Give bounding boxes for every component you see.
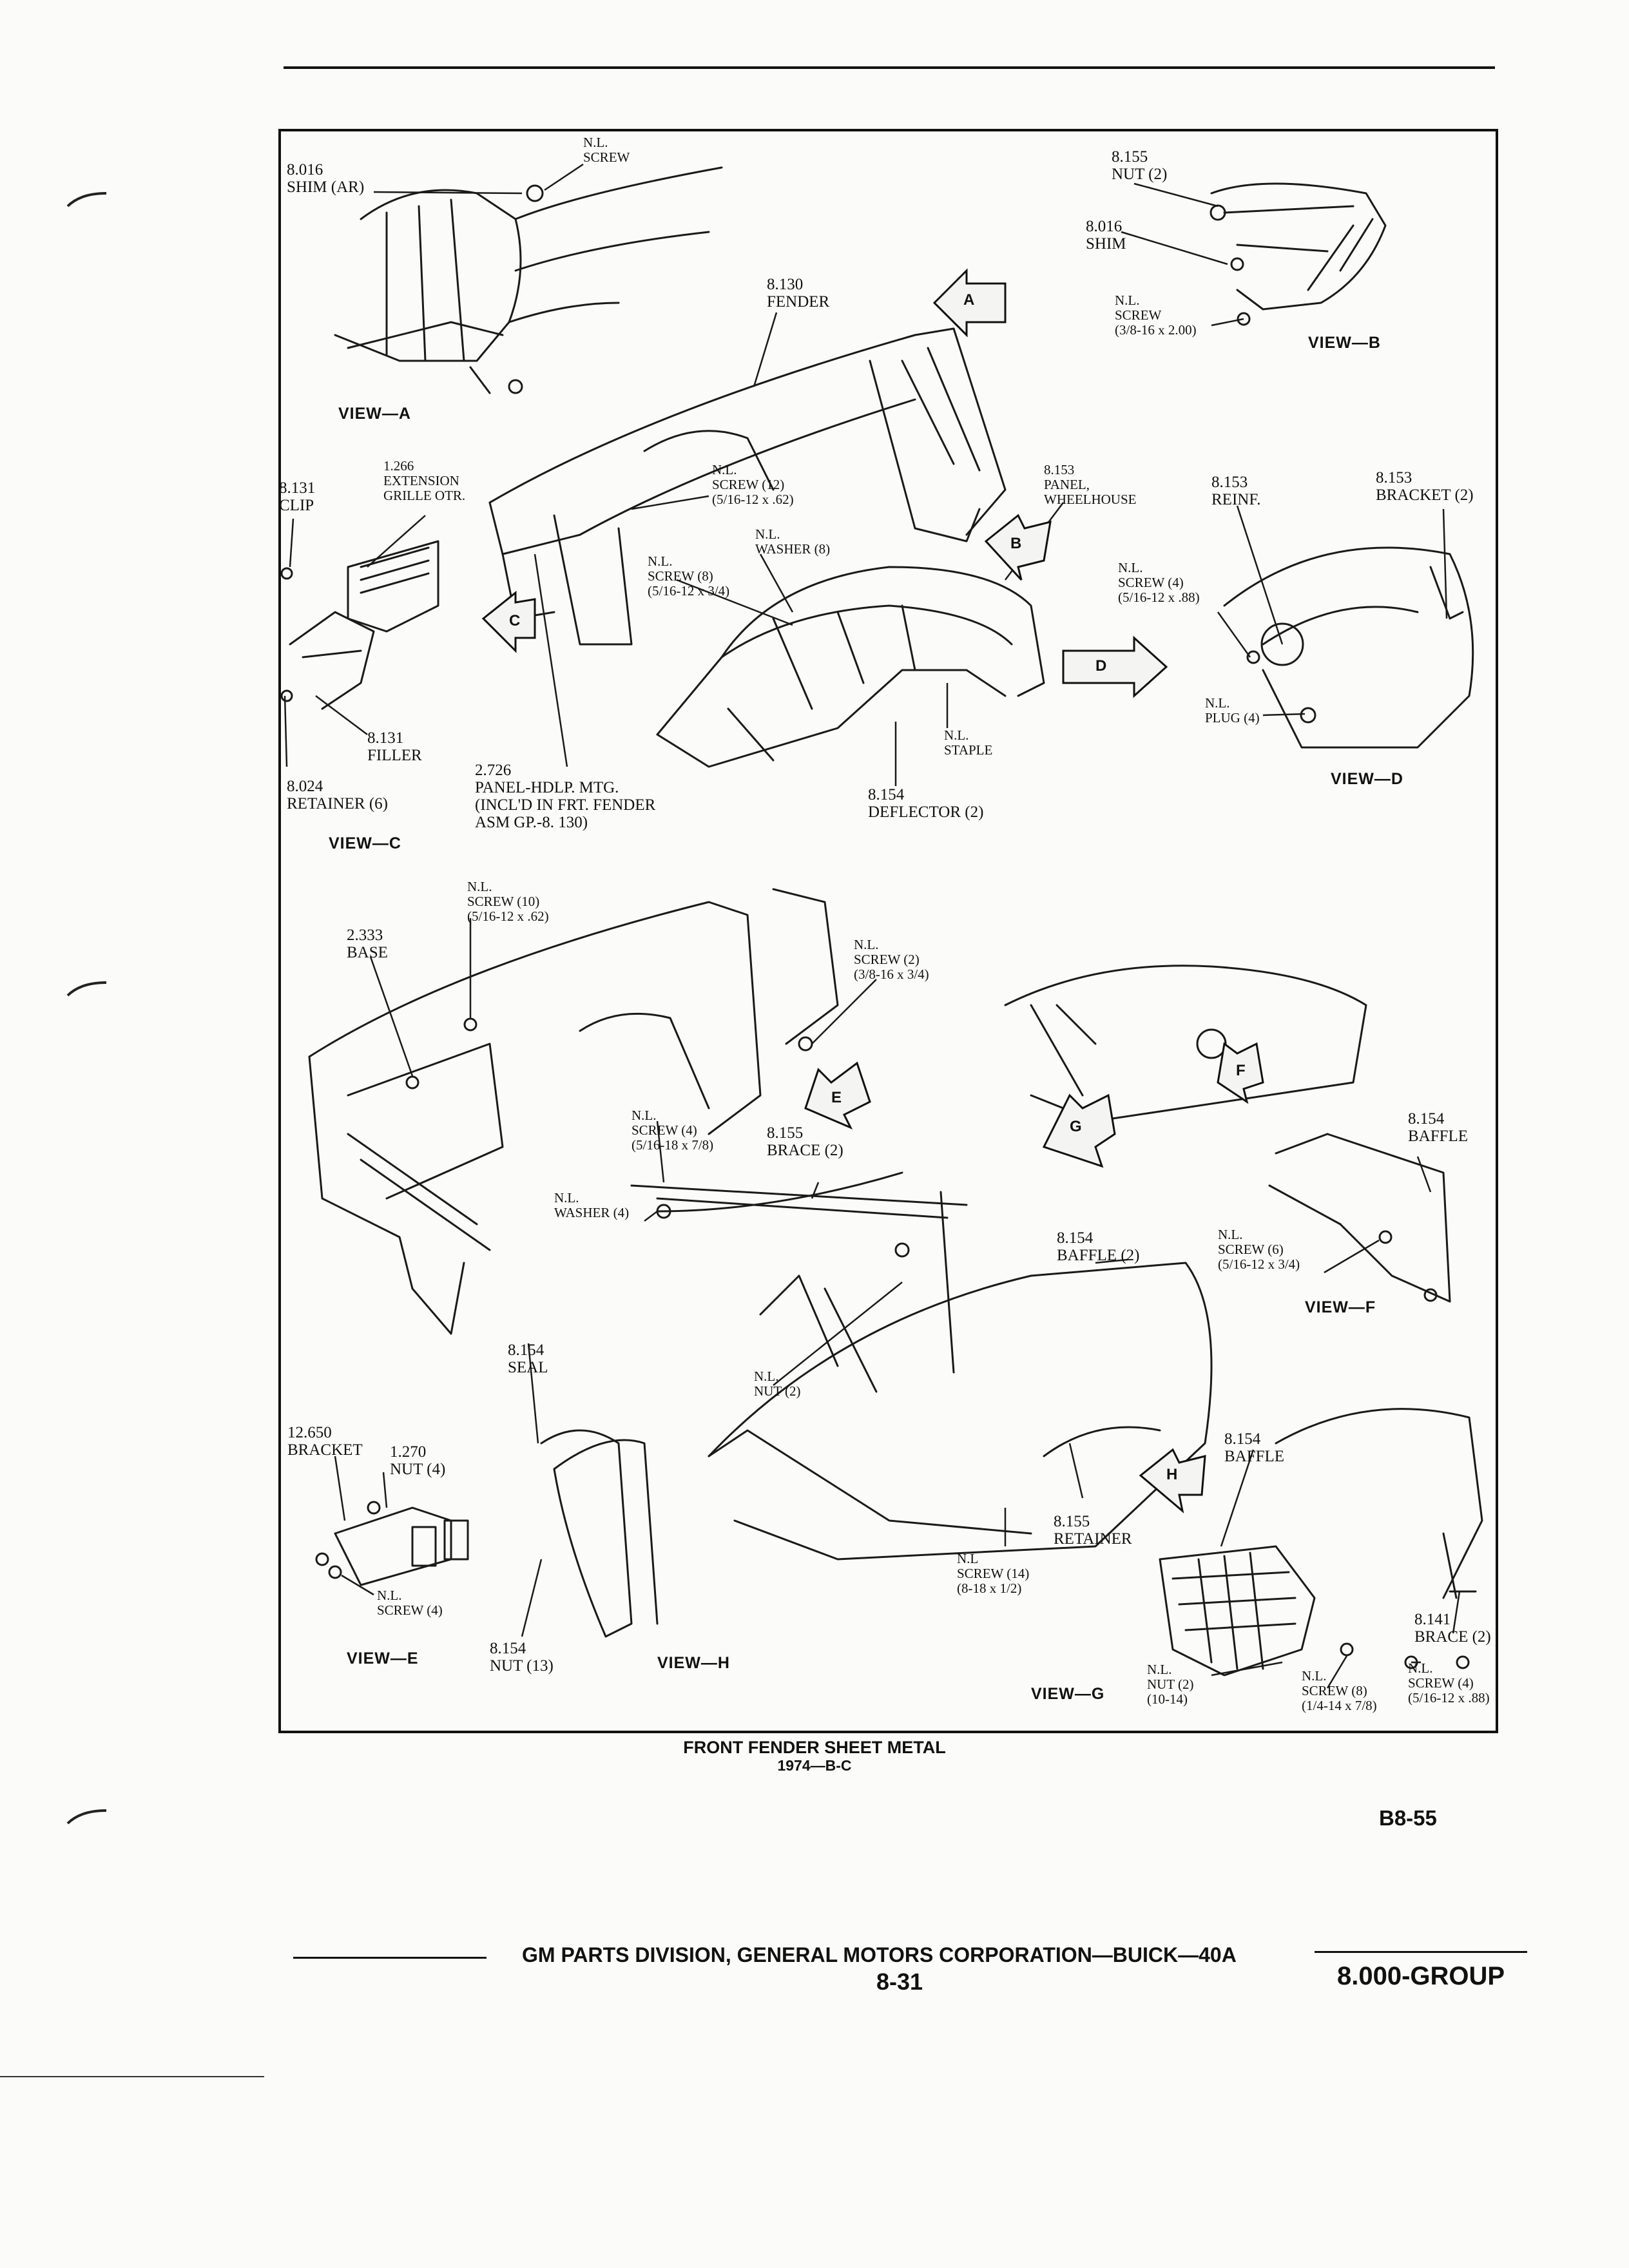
view-marker-e-letter: E <box>831 1089 843 1106</box>
view-marker-f-letter: F <box>1236 1062 1246 1079</box>
fender-drawing <box>488 327 1007 646</box>
callout-nut-b: 8.155 NUT (2) <box>1112 148 1168 183</box>
callout-fender: 8.130 FENDER <box>767 276 830 311</box>
view-d-drawing <box>1223 546 1474 749</box>
callout-baffle-f: 8.154 BAFFLE <box>1408 1110 1469 1145</box>
view-label-g: VIEW—G <box>1031 1685 1105 1703</box>
figure-title: FRONT FENDER SHEET METAL <box>683 1738 946 1757</box>
callout-washer-4: N.L. WASHER (4) <box>554 1190 630 1220</box>
callout-brace-g: 8.141 BRACE (2) <box>1414 1611 1491 1646</box>
view-marker-c-letter: C <box>509 612 521 629</box>
callout-reinf: 8.153 REINF. <box>1211 474 1261 508</box>
view-c-drawing <box>280 540 439 710</box>
callout-baffle-2: 8.154 BAFFLE (2) <box>1057 1229 1140 1264</box>
callout-nut-13: 8.154 NUT (13) <box>490 1640 554 1675</box>
view-marker-e <box>804 1061 871 1129</box>
footer-page-number: 8-31 <box>876 1968 923 1995</box>
view-marker-d-letter: D <box>1095 657 1108 675</box>
view-label-c: VIEW—C <box>329 834 401 852</box>
view-label-a: VIEW—A <box>338 405 411 423</box>
illustration-frame <box>278 129 1498 1733</box>
page-code: B8-55 <box>1379 1806 1437 1830</box>
figure-subtitle: 1974—B-C <box>777 1757 852 1774</box>
view-marker-d <box>1062 635 1168 698</box>
callout-washer-8: N.L. WASHER (8) <box>755 526 831 557</box>
callout-shim-b: 8.016 SHIM <box>1086 218 1126 253</box>
top-rule <box>284 66 1495 69</box>
callout-screw-4-g: N.L. SCREW (4) (5/16-12 x .88) <box>1408 1660 1490 1706</box>
footer-rule-right <box>1315 1951 1527 1953</box>
view-g-baffle-drawing <box>1159 1408 1483 1677</box>
view-label-b: VIEW—B <box>1308 334 1381 352</box>
view-marker-f <box>1217 1042 1264 1104</box>
callout-base: 2.333 BASE <box>347 927 388 961</box>
callout-deflector: 8.154 DEFLECTOR (2) <box>868 786 984 821</box>
footer-group: 8.000-GROUP <box>1337 1962 1505 1990</box>
footer-division: GM PARTS DIVISION, GENERAL MOTORS CORPOR… <box>522 1943 1237 1966</box>
callout-retainer-g: 8.155 RETAINER <box>1054 1513 1132 1548</box>
view-marker-a <box>932 268 1007 338</box>
callout-nut-4-e: 1.270 NUT (4) <box>390 1443 446 1478</box>
view-h-drawing <box>630 1171 1213 1561</box>
callout-filler: 8.131 FILLER <box>367 729 422 764</box>
callout-screw-4-d: N.L. SCREW (4) (5/16-12 x .88) <box>1118 560 1200 605</box>
callout-screw-2-e: N.L. SCREW (2) (3/8-16 x 3/4) <box>854 937 929 982</box>
view-g-car-drawing <box>1004 965 1367 1122</box>
callout-panel-wheelhouse: 8.153 PANEL, WHEELHOUSE <box>1044 462 1137 507</box>
callout-clip: 8.131 CLIP <box>279 479 316 514</box>
callout-nl-screw-a: N.L. SCREW <box>583 135 630 165</box>
callout-shim-ar: 8.016 SHIM (AR) <box>287 161 365 196</box>
callout-screw-6-f: N.L. SCREW (6) (5/16-12 x 3/4) <box>1218 1227 1300 1272</box>
view-f-drawing <box>1268 1133 1451 1303</box>
wheelhouse-drawing <box>656 566 1045 768</box>
callout-screw-12: N.L. SCREW (12) (5/16-12 x .62) <box>712 462 794 507</box>
view-label-f: VIEW—F <box>1305 1298 1376 1316</box>
callout-baffle-g: 8.154 BAFFLE <box>1224 1430 1285 1465</box>
callout-bracket-e: 12.650 BRACKET <box>287 1424 363 1459</box>
callout-bracket-2-d: 8.153 BRACKET (2) <box>1376 469 1474 504</box>
view-marker-g <box>1042 1093 1116 1168</box>
view-e-bracket-drawing <box>315 1501 469 1586</box>
view-b-drawing <box>1210 182 1387 326</box>
view-label-e: VIEW—E <box>347 1649 419 1667</box>
callout-screw-8: N.L. SCREW (8) (5/16-12 x 3/4) <box>648 553 730 599</box>
view-e-fender-drawing <box>308 888 839 1335</box>
view-marker-a-letter: A <box>963 291 976 309</box>
view-marker-h <box>1139 1448 1206 1514</box>
view-marker-b-letter: B <box>1010 535 1023 552</box>
seal-drawing <box>540 1429 659 1638</box>
callout-extension-grille: 1.266 EXTENSION GRILLE OTR. <box>383 458 466 503</box>
callout-plug-4: N.L. PLUG (4) <box>1205 695 1260 726</box>
callout-screw-14: N.L SCREW (14) (8-18 x 1/2) <box>957 1551 1030 1596</box>
callout-nut-2-mid: N.L. NUT (2) <box>754 1369 801 1399</box>
callout-panel-hdlp: 2.726 PANEL-HDLP. MTG. (INCL'D IN FRT. F… <box>475 762 656 831</box>
callout-screw-4-mid: N.L. SCREW (4) (5/16-18 x 7/8) <box>631 1108 714 1153</box>
view-label-h: VIEW—H <box>657 1654 730 1672</box>
callout-seal: 8.154 SEAL <box>508 1341 548 1376</box>
view-marker-h-letter: H <box>1166 1466 1179 1483</box>
callout-staple: N.L. STAPLE <box>944 727 993 758</box>
callout-nut-2-g: N.L. NUT (2) (10-14) <box>1147 1662 1194 1707</box>
view-a-drawing <box>334 166 723 394</box>
view-marker-g-letter: G <box>1070 1118 1083 1135</box>
bottom-scan-edge <box>0 2076 264 2077</box>
callout-brace-2: 8.155 BRACE (2) <box>767 1124 843 1159</box>
callout-screw-8-g: N.L. SCREW (8) (1/4-14 x 7/8) <box>1302 1668 1377 1713</box>
callout-retainer-6: 8.024 RETAINER (6) <box>287 778 388 812</box>
view-marker-c <box>481 590 536 653</box>
callout-screw-10: N.L. SCREW (10) (5/16-12 x .62) <box>467 879 549 924</box>
callout-screw-4-e: N.L. SCREW (4) <box>377 1588 443 1618</box>
footer-rule-left <box>293 1957 487 1959</box>
callout-screw-b: N.L. SCREW (3/8-16 x 2.00) <box>1115 293 1197 338</box>
view-marker-b <box>984 514 1052 581</box>
view-label-d: VIEW—D <box>1331 770 1403 788</box>
